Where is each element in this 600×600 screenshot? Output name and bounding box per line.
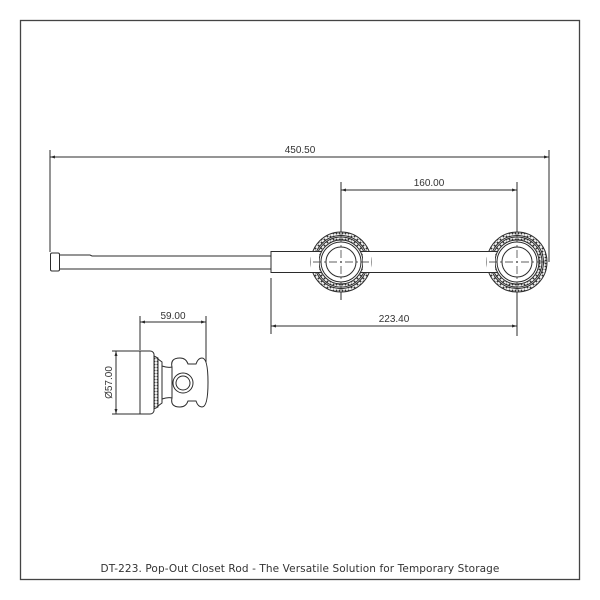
drawing-caption: DT-223. Pop-Out Closet Rod - The Versati… [100,563,500,575]
inner-rod [59,254,271,270]
dim-side-diameter: Ø57.00 [104,366,115,399]
top-view [49,150,550,336]
side-view [112,316,209,415]
mount-rosette-left [310,231,372,293]
dim-mount-spacing: 160.00 [414,178,445,189]
dim-base-length: 223.40 [379,314,410,325]
dim-overall-length: 450.50 [285,145,316,156]
base-plate [139,350,155,415]
mount-rosette-right [486,231,548,293]
dim-side-depth: 59.00 [160,311,185,322]
base-bar [270,251,518,273]
drawing-frame [19,19,581,581]
rod-end-cap [50,252,60,272]
